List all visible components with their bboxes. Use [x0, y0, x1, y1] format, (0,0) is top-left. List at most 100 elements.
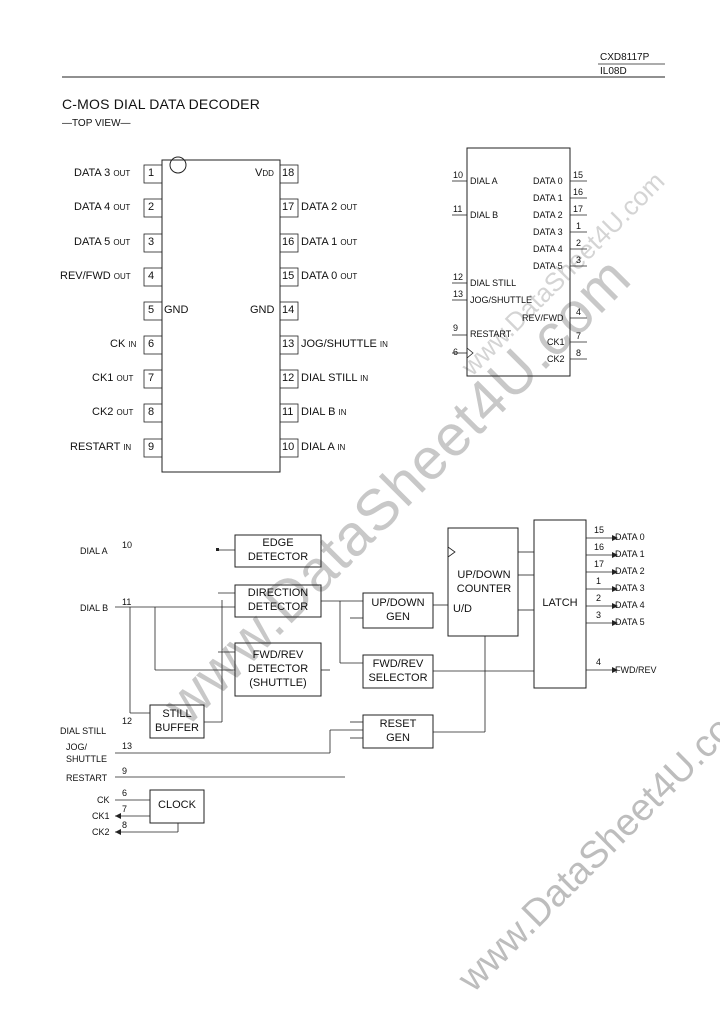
- bd-input-num: 10: [122, 540, 133, 550]
- bd-out-num: 15: [594, 525, 605, 535]
- bd-input-label: DIAL A: [80, 546, 108, 556]
- pin-number: 14: [282, 304, 295, 316]
- pin-number: 18: [282, 167, 295, 179]
- pin-number: 5: [148, 304, 155, 316]
- ls-in-label: RESTART: [470, 329, 512, 339]
- pin-number: 10: [282, 441, 295, 453]
- bd-out-label: DATA 3: [615, 583, 645, 593]
- bd-input-label: DIAL B: [80, 603, 109, 613]
- pin-number: 6: [148, 338, 155, 350]
- bd-out-label: DATA 0: [615, 532, 645, 542]
- pin-label: REV/FWD OUT: [60, 270, 131, 282]
- ls-out-label: DATA 3: [533, 227, 563, 237]
- ls-out-num: 7: [576, 331, 582, 341]
- bd-input-num: 8: [122, 820, 128, 830]
- ls-out-label: CK2: [547, 354, 565, 364]
- bd-out-label: DATA 5: [615, 617, 645, 627]
- ls-in-label: DIAL B: [470, 210, 499, 220]
- gnd-label: GND: [250, 304, 275, 316]
- gnd-label: GND: [164, 304, 189, 316]
- bd-input-num: 12: [122, 716, 133, 726]
- pin-number: 13: [282, 338, 295, 350]
- pin-number: 1: [148, 167, 155, 179]
- bd-input-num: 9: [122, 766, 128, 776]
- ls-in-num: 11: [453, 204, 463, 214]
- bd-out-label: DATA 1: [615, 549, 645, 559]
- ls-out-label: DATA 1: [533, 193, 563, 203]
- pin-label: CK IN: [110, 338, 137, 350]
- pin-label: CK1 OUT: [92, 372, 134, 384]
- ls-out-num: 4: [576, 307, 582, 317]
- pin-label: DATA 2 OUT: [301, 201, 358, 213]
- pin-label: DIAL STILL IN: [301, 372, 369, 384]
- ls-in-label: JOG/SHUTTLE: [470, 295, 533, 305]
- bd-out-label: DATA 4: [615, 600, 645, 610]
- ls-out-num: 15: [573, 170, 584, 180]
- bd-input-num: 6: [122, 788, 128, 798]
- page-title: C-MOS DIAL DATA DECODER: [62, 96, 261, 112]
- pin-number: 11: [282, 406, 294, 418]
- ls-out-label: CK1: [547, 337, 565, 347]
- doc-code: IL08D: [600, 66, 627, 77]
- bd-input-label: CK2: [92, 827, 110, 837]
- pin-number: 7: [148, 372, 155, 384]
- ls-out-label: REV/FWD: [522, 313, 564, 323]
- ls-in-num: 12: [453, 272, 464, 282]
- bd-input-label: RESTART: [66, 773, 108, 783]
- bd-out-label: FWD/REV: [615, 665, 657, 675]
- bd-input-num: 11: [122, 597, 132, 607]
- ls-in-label: DIAL A: [470, 176, 498, 186]
- pin-label: DATA 5 OUT: [74, 236, 131, 248]
- ls-in-num: 9: [453, 323, 459, 333]
- ls-in-num: 13: [453, 289, 464, 299]
- ls-out-num: 3: [576, 255, 582, 265]
- pin-label: DATA 1 OUT: [301, 236, 358, 248]
- ls-out-num: 17: [573, 204, 584, 214]
- bd-input-label: DIAL STILL: [60, 726, 107, 736]
- pin-label: DATA 0 OUT: [301, 270, 358, 282]
- latch-block: LATCH: [542, 597, 578, 609]
- pin-number: 2: [148, 201, 155, 213]
- bd-out-num: 4: [596, 657, 602, 667]
- bd-out-label: DATA 2: [615, 566, 645, 576]
- bd-input-label: SHUTTLE: [66, 754, 108, 764]
- ls-out-num: 8: [576, 348, 582, 358]
- pin-number: 3: [148, 236, 155, 248]
- ls-out-label: DATA 2: [533, 210, 563, 220]
- pin-number: 15: [282, 270, 295, 282]
- vdd-label: VDD: [255, 167, 274, 179]
- bd-input-num: 7: [122, 804, 128, 814]
- pin-label: RESTART IN: [70, 441, 132, 453]
- pin-label: CK2 OUT: [92, 406, 134, 418]
- ls-out-label: DATA 0: [533, 176, 563, 186]
- ls-in-label: DIAL STILL: [470, 278, 517, 288]
- bd-out-num: 17: [594, 559, 605, 569]
- bd-input-num: 13: [122, 741, 133, 751]
- ls-in-num: 6: [453, 347, 459, 357]
- bd-input-label: CK: [97, 795, 110, 805]
- pin-number: 4: [148, 270, 155, 282]
- counter-block: UP/DOWN COUNTER U/D: [453, 569, 512, 615]
- bd-input-label: CK1: [92, 811, 110, 821]
- ls-out-num: 2: [576, 238, 582, 248]
- pin-label: JOG/SHUTTLE IN: [301, 338, 388, 350]
- ls-out-num: 16: [573, 187, 584, 197]
- pin-number: 16: [282, 236, 295, 248]
- pin-label: DIAL B IN: [301, 406, 347, 418]
- pin-number: 17: [282, 201, 295, 213]
- bd-out-num: 2: [596, 593, 602, 603]
- pin-number: 9: [148, 441, 155, 453]
- bd-input-label: JOG/: [66, 742, 88, 752]
- ls-out-label: DATA 4: [533, 244, 563, 254]
- bd-out-num: 16: [594, 542, 605, 552]
- pin-label: DIAL A IN: [301, 441, 346, 453]
- bd-out-num: 3: [596, 610, 602, 620]
- pin-number: 8: [148, 406, 155, 418]
